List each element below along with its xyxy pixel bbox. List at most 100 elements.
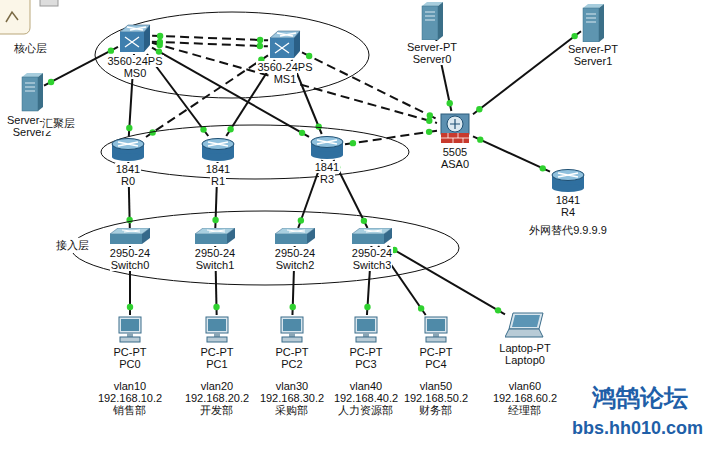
server-side: [38, 73, 43, 111]
link-light: [108, 47, 114, 53]
link-light: [476, 106, 482, 112]
device-label: 经理部: [507, 404, 542, 416]
link-light: [477, 136, 483, 142]
screen: [357, 319, 375, 331]
device-label: 外网替代9.9.9.9: [528, 224, 608, 236]
link-light: [350, 140, 356, 146]
link-light: [540, 165, 546, 171]
monitor: [355, 317, 377, 333]
graphic-part: [22, 73, 43, 111]
link-light: [306, 53, 312, 59]
link-light: [571, 33, 577, 39]
stand: [214, 333, 220, 337]
router-base: [112, 153, 144, 161]
link-lights: [48, 33, 578, 314]
link-light: [299, 130, 305, 136]
link-light: [213, 304, 219, 310]
device-icon: [268, 28, 302, 60]
laptop-base: [505, 329, 543, 337]
device-label: vlan50: [419, 380, 453, 392]
device-label: PC-PT: [418, 346, 453, 358]
app-icon: [0, 0, 58, 34]
network-link: [387, 246, 505, 314]
dashed-link: [152, 36, 268, 41]
link-light: [257, 43, 263, 49]
router-arrows: [558, 173, 578, 177]
device: PC-PTPC4vlan50192.168.50.2财务部: [403, 315, 469, 416]
graphic-part: [505, 313, 543, 337]
device-label: 1841: [205, 163, 231, 175]
device-icon: [309, 134, 345, 160]
screen: [208, 319, 226, 331]
stand: [127, 333, 133, 337]
device-label: PC-PT: [274, 346, 309, 358]
device-label: Server1: [573, 55, 614, 67]
server-front: [22, 77, 38, 111]
link-light: [426, 129, 432, 135]
device: 2950-24Switch0: [109, 228, 151, 271]
device-label: 2950-24: [274, 247, 316, 259]
stand: [363, 333, 369, 337]
device-icon: [351, 315, 381, 345]
device-label: 1841: [555, 194, 581, 206]
device-label: 192.168.10.2: [97, 392, 163, 404]
link-light: [156, 42, 162, 48]
monitor: [281, 317, 303, 333]
link-light: [127, 304, 133, 310]
link-light: [418, 305, 424, 311]
device-label: 3560-24PS: [256, 61, 313, 73]
link-light: [361, 218, 367, 224]
device: 3560-24PSMS1: [256, 28, 313, 85]
graphic-part: [110, 228, 150, 244]
monitor: [119, 317, 141, 333]
graphic-part: [552, 170, 584, 193]
link-light: [298, 217, 304, 223]
device-icon: [110, 136, 146, 162]
device: 2950-24Switch1: [194, 228, 236, 271]
device: 3560-24PSMS0: [106, 22, 163, 79]
device-icon: [115, 315, 145, 345]
device-label: 1841: [115, 163, 141, 175]
device: 1841R4外网替代9.9.9.9: [528, 167, 608, 236]
device-label: R1: [210, 175, 226, 187]
device-label: 采购部: [274, 404, 309, 416]
graphic-part: [355, 317, 377, 342]
link-light: [212, 217, 218, 223]
monitor: [206, 317, 228, 333]
app-icon-glyph: [6, 12, 18, 22]
device-label: Server-PT: [406, 41, 458, 53]
device: PC-PTPC3vlan40192.168.40.2人力资源部: [333, 315, 399, 416]
device-icon: [505, 311, 545, 341]
layer-band: 核心层3560-24PSMS03560-24PSMS1: [94, 11, 370, 99]
link-light: [156, 48, 162, 54]
device-label: R0: [120, 175, 136, 187]
device-label: 2950-24: [194, 247, 236, 259]
router-top: [552, 170, 584, 181]
layer-outline: [95, 12, 369, 98]
graphic-part: [270, 31, 300, 58]
graphic-part: [311, 137, 343, 160]
device-label: MS0: [123, 67, 148, 79]
device-label: Laptop-PT: [498, 342, 551, 354]
device-label: 192.168.60.2: [492, 392, 558, 404]
device-icon: [437, 111, 473, 145]
graphic-part: [422, 2, 443, 40]
screen: [427, 319, 445, 331]
device: 1841R0: [110, 136, 146, 187]
watermark-title: 鸿鹄论坛: [592, 382, 688, 414]
graphic-part: [425, 317, 447, 342]
router-top: [311, 137, 343, 148]
router-arrows: [317, 140, 337, 144]
server-side: [438, 2, 443, 40]
link-light: [427, 112, 433, 118]
link-light: [495, 307, 501, 313]
layer-band: 汇聚层1841R01841R11841R3: [100, 124, 410, 180]
switch-arrows: [287, 230, 305, 232]
switch-arrows: [275, 33, 296, 53]
server-front: [583, 8, 599, 42]
graphic-part: [119, 317, 141, 342]
app-icon-frame: [0, 0, 30, 34]
link-light: [290, 304, 296, 310]
device-label: 192.168.20.2: [184, 392, 250, 404]
device: PC-PTPC0vlan10192.168.10.2销售部: [97, 315, 163, 416]
